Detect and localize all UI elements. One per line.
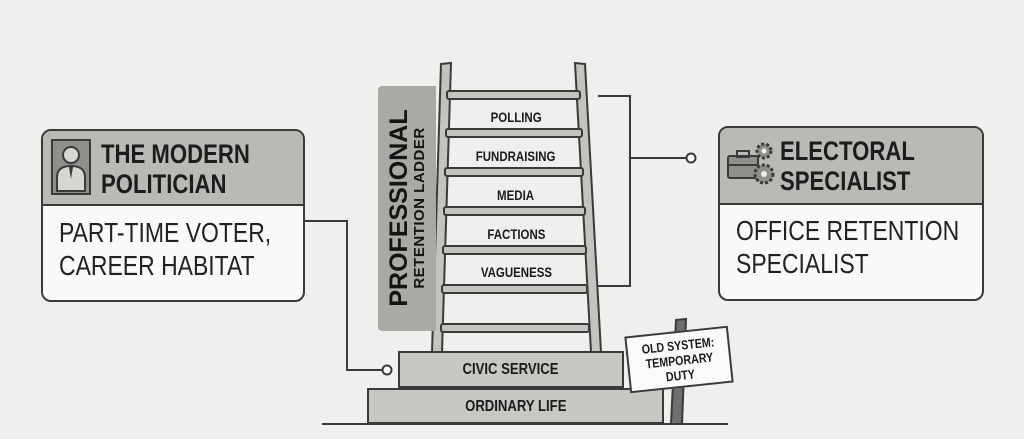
ladder-rung — [446, 90, 581, 100]
card-title: ELECTORAL SPECIALIST — [780, 136, 915, 196]
card-body: PART-TIME VOTER, CAREER HABITAT — [59, 216, 303, 282]
card-body-line: CAREER HABITAT — [59, 250, 255, 281]
sign-line: DUTY — [665, 366, 696, 385]
ladder-rung — [442, 245, 587, 255]
right-bracket — [598, 95, 631, 287]
card-header: THE MODERN POLITICIAN — [43, 131, 303, 206]
left-connector-dot — [381, 364, 393, 376]
old-system-sign: OLD SYSTEM: TEMPORARY DUTY — [624, 325, 734, 394]
card-title: THE MODERN POLITICIAN — [101, 139, 250, 199]
ladder-label-panel: PROFESSIONAL RETENTION LADDER — [378, 86, 436, 331]
ladder-rung — [441, 284, 588, 294]
right-connector-dot — [685, 152, 697, 164]
ladder-rung — [443, 206, 586, 216]
ladder-label-line1: PROFESSIONAL — [385, 109, 413, 307]
rung-label-factions: FACTIONS — [486, 226, 546, 242]
ladder-label-line2: RETENTION LADDER — [411, 127, 428, 289]
modern-politician-card: THE MODERN POLITICIAN PART-TIME VOTER, C… — [41, 129, 305, 302]
electoral-specialist-card: ELECTORAL SPECIALIST OFFICE RETENTION SP… — [718, 126, 984, 301]
person-icon — [51, 139, 91, 195]
ladder-rung — [444, 167, 584, 177]
card-body: OFFICE RETENTION SPECIALIST — [736, 214, 982, 280]
rung-label-media: MEDIA — [497, 187, 535, 203]
card-body-line: PART-TIME VOTER, — [59, 217, 272, 248]
ladder — [430, 61, 603, 353]
ladder-rung — [440, 323, 590, 333]
card-header: ELECTORAL SPECIALIST — [720, 128, 982, 205]
briefcase-gears-icon — [727, 142, 775, 185]
left-connector — [305, 220, 384, 371]
card-body-line: SPECIALIST — [736, 248, 869, 279]
step-civic-service: CIVIC SERVICE — [398, 351, 624, 388]
rung-label-vagueness: VAGUENESS — [480, 264, 552, 280]
card-body-line: OFFICE RETENTION — [736, 215, 960, 246]
step-ordinary-life: ORDINARY LIFE — [367, 388, 664, 424]
rung-label-polling: POLLING — [490, 109, 542, 125]
ladder-rung — [445, 128, 583, 138]
rung-label-fundraising: FUNDRAISING — [476, 148, 556, 164]
ladder-label: PROFESSIONAL RETENTION LADDER — [385, 109, 428, 307]
